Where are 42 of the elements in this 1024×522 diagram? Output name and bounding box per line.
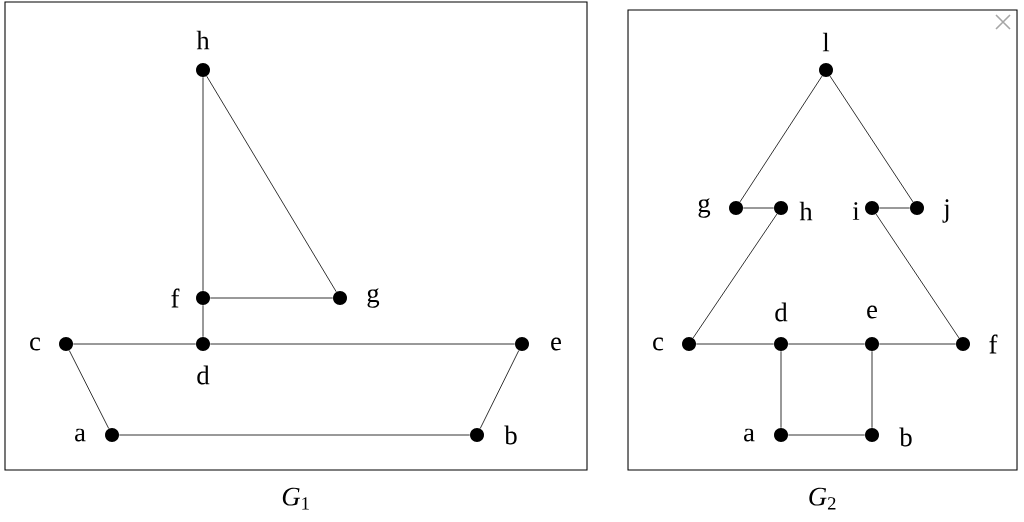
vertex-label: g xyxy=(698,198,711,218)
vertex-label: d xyxy=(775,302,788,322)
vertex-label: g xyxy=(367,288,380,308)
edge-line xyxy=(479,350,520,429)
vertex-label: h xyxy=(196,30,210,50)
edge-line xyxy=(209,343,516,345)
vertex-label: b xyxy=(899,427,912,447)
vertex-label: a xyxy=(744,428,755,442)
edge-line xyxy=(202,76,204,292)
edge-line xyxy=(878,343,957,345)
edge-line xyxy=(68,350,110,429)
edge-line xyxy=(780,350,782,429)
edge-line xyxy=(875,213,960,339)
edge-line xyxy=(202,304,204,338)
vertex-label: f xyxy=(989,334,998,354)
vertex-label: e xyxy=(551,337,561,351)
vertex-label: c xyxy=(653,337,664,351)
edge-line xyxy=(878,207,911,209)
edge-line xyxy=(787,434,866,436)
edge-line xyxy=(72,343,197,345)
vertex-label: d xyxy=(197,365,210,385)
edge-line xyxy=(695,343,775,345)
graph-caption: G$_{2}$ xyxy=(809,487,836,510)
vertex-label: e xyxy=(867,305,877,319)
edge-line xyxy=(206,75,337,293)
edge-line xyxy=(787,343,866,345)
edge-line xyxy=(118,434,471,436)
graph-caption: G$_{1}$ xyxy=(282,487,309,510)
edge-line xyxy=(692,213,778,339)
vertex-label: i xyxy=(852,202,860,220)
vertex-label: h xyxy=(799,201,813,221)
vertex-label: c xyxy=(30,337,41,351)
vertex-label: f xyxy=(171,288,180,308)
vertex-label: j xyxy=(942,199,949,223)
edge-line xyxy=(742,207,775,209)
edge-line xyxy=(739,75,823,203)
vertex-label: b xyxy=(504,425,517,445)
edge-line xyxy=(871,350,873,429)
edge-line xyxy=(209,297,334,299)
vertex-label: a xyxy=(75,428,86,442)
vertex-label: l xyxy=(822,32,830,52)
edge-line xyxy=(829,75,914,203)
